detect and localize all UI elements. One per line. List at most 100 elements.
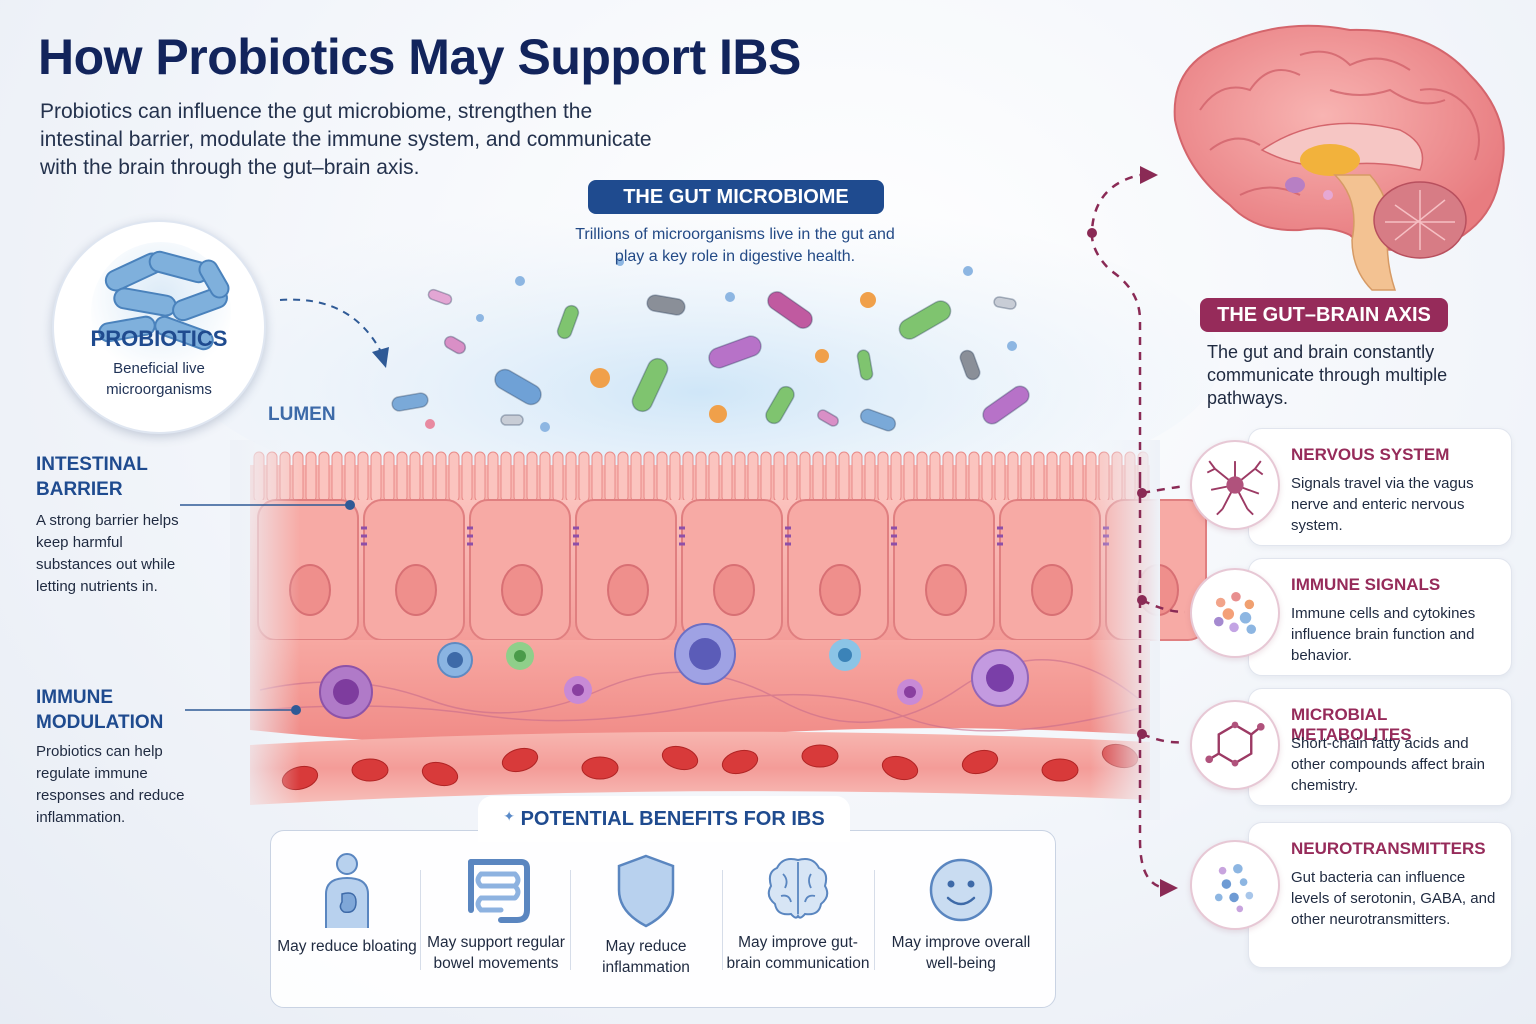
intestinal-barrier-title: INTESTINAL BARRIER xyxy=(36,454,148,500)
microvillus xyxy=(734,451,746,503)
red-blood-cell xyxy=(721,749,759,775)
microbiome-label: THE GUT MICROBIOME xyxy=(588,180,884,214)
bacterium xyxy=(959,349,981,381)
microvillus xyxy=(864,451,876,503)
microvillus xyxy=(357,451,369,503)
coccus xyxy=(476,314,484,322)
red-blood-cell xyxy=(501,747,539,773)
microvillus xyxy=(461,451,473,503)
bacterium xyxy=(708,335,762,369)
epithelial-cells xyxy=(250,499,1207,650)
microvillus xyxy=(383,451,395,503)
bacterium xyxy=(556,304,580,340)
coccus xyxy=(860,292,876,308)
benefit-divider xyxy=(874,870,875,970)
bacterium xyxy=(494,368,542,406)
pathway-card-microbial-metabolites: MICROBIAL METABOLITES Short-chain fatty … xyxy=(1248,688,1512,806)
bacterium xyxy=(993,296,1017,310)
microvillus xyxy=(1059,451,1071,503)
benefit-well-being: May improve overall well-being xyxy=(886,840,1036,1000)
microvillus xyxy=(708,451,720,503)
immune-cells xyxy=(319,623,1029,719)
microvillus xyxy=(500,451,512,503)
microvillus xyxy=(1020,451,1032,503)
cell-nucleus xyxy=(1031,564,1073,616)
microvillus xyxy=(890,451,902,503)
lamina-propria xyxy=(250,640,1150,746)
pathway-title: NEUROTRANSMITTERS xyxy=(1291,839,1486,858)
red-blood-cell xyxy=(661,745,699,771)
bacterium xyxy=(767,291,813,329)
benefit-gut-brain: May improve gut-brain communication xyxy=(723,840,873,1000)
benefits-title-text: POTENTIAL BENEFITS FOR IBS xyxy=(520,808,825,830)
probiotics-title: PROBIOTICS xyxy=(90,326,228,351)
cell-nucleus xyxy=(713,564,755,616)
microvillus xyxy=(851,451,863,503)
pathway-icon-circle xyxy=(1190,700,1280,790)
microvillus xyxy=(513,451,525,503)
benefit-label: May reduce inflammation xyxy=(602,938,690,976)
microvillus xyxy=(825,451,837,503)
pathway-title: MICROBIAL METABOLITES xyxy=(1291,705,1412,744)
benefit-label: May improve overall well-being xyxy=(891,934,1031,972)
immune-modulation-title: IMMUNE MODULATION xyxy=(36,687,164,733)
microvillus xyxy=(994,451,1006,503)
microvillus xyxy=(1046,451,1058,503)
pathway-description: Immune cells and cytokines influence bra… xyxy=(1291,605,1476,664)
microvillus xyxy=(448,451,460,503)
microvillus xyxy=(552,451,564,503)
bacterium xyxy=(856,349,874,381)
neurotransmitter-dots-icon xyxy=(1214,863,1254,913)
microvillus xyxy=(760,451,772,503)
microvillus xyxy=(539,451,551,503)
microvillus xyxy=(422,451,434,503)
bacterium xyxy=(982,385,1030,425)
cell-nucleus xyxy=(501,564,543,616)
microvillus xyxy=(617,451,629,503)
pathway-title: NERVOUS SYSTEM xyxy=(1291,445,1450,464)
microvillus xyxy=(1033,451,1045,503)
microvillus xyxy=(721,451,733,503)
cell-nucleus xyxy=(925,564,967,616)
microvillus xyxy=(630,451,642,503)
gut-brain-axis-label: THE GUT–BRAIN AXIS xyxy=(1200,298,1448,332)
torso-stomach-icon xyxy=(325,853,369,928)
cell-nucleus xyxy=(819,564,861,616)
microvillus xyxy=(682,451,694,503)
benefits-tab xyxy=(478,796,850,842)
benefit-divider xyxy=(570,870,571,970)
microvillus xyxy=(747,451,759,503)
microvillus xyxy=(344,451,356,503)
microvillus xyxy=(305,451,317,503)
microvillus xyxy=(942,451,954,503)
microvillus xyxy=(591,451,603,503)
microvillus xyxy=(474,451,486,503)
microvillus xyxy=(877,451,889,503)
coccus xyxy=(425,419,435,429)
bacterium xyxy=(859,408,897,432)
bacterium xyxy=(898,300,952,340)
probiotics-description: Beneficial live microorganisms xyxy=(106,360,212,398)
bacterium xyxy=(817,409,839,427)
bacterium xyxy=(631,357,669,413)
coccus xyxy=(963,266,973,276)
pathway-description: Signals travel via the vagus nerve and e… xyxy=(1291,475,1474,534)
molecule-icon xyxy=(1205,721,1265,767)
red-blood-cell xyxy=(961,749,999,775)
microvillus xyxy=(695,451,707,503)
intestinal-barrier-description: A strong barrier helps keep harmful subs… xyxy=(36,512,179,595)
brain-illustration xyxy=(1173,24,1505,291)
bacteria xyxy=(391,258,1030,432)
red-blood-cell xyxy=(351,758,389,782)
lumen-label: LUMEN xyxy=(268,404,336,425)
coccus xyxy=(725,292,735,302)
coccus xyxy=(709,405,727,423)
benefits-panel xyxy=(270,830,1056,1008)
microvillus xyxy=(903,451,915,503)
microvillus xyxy=(968,451,980,503)
red-blood-cell xyxy=(881,755,919,781)
bacterium xyxy=(427,288,453,306)
bacterium xyxy=(765,385,795,425)
coccus xyxy=(540,422,550,432)
